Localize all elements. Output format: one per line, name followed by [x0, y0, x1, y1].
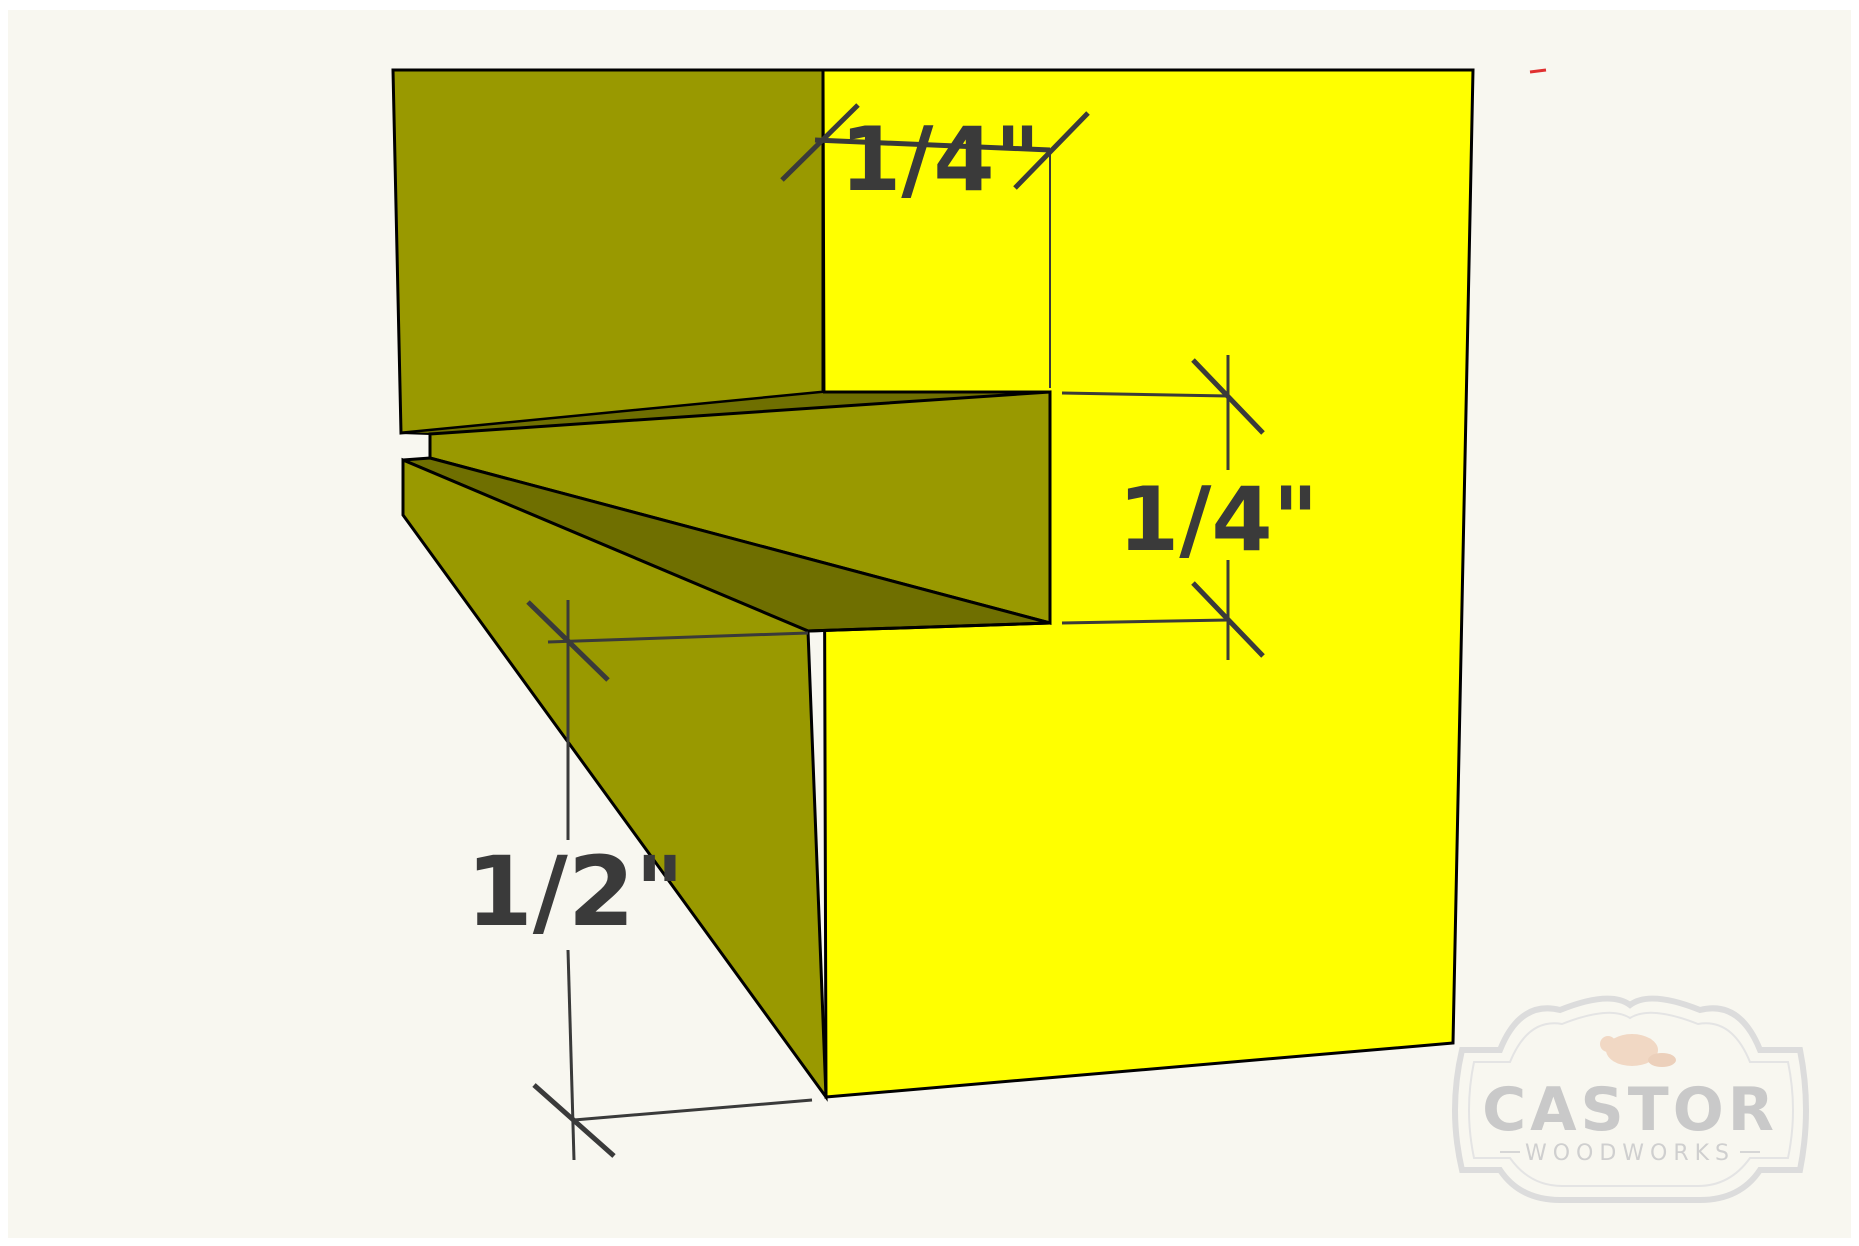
- front-face: [821, 68, 1475, 1099]
- dimension-middle: [1061, 355, 1265, 660]
- logo-name: CASTOR: [1482, 1075, 1778, 1145]
- dimension-label-half: 1/2": [466, 836, 685, 948]
- dimension-top: [780, 103, 1090, 388]
- castor-woodworks-logo: CASTOR WOODWORKS: [1452, 995, 1809, 1203]
- groove-edge-bottom: [807, 621, 1051, 633]
- lower-side-face: [401, 457, 828, 1102]
- dimension-lower: [526, 600, 813, 1161]
- beaver-icon: [1606, 1034, 1658, 1066]
- dimension-label-top: 1/4": [840, 108, 1040, 211]
- red-speck: [1529, 68, 1547, 74]
- upper-side-face: [391, 68, 825, 435]
- logo-subtitle: WOODWORKS: [1525, 1141, 1735, 1166]
- dimension-label-middle: 1/4": [1118, 468, 1318, 571]
